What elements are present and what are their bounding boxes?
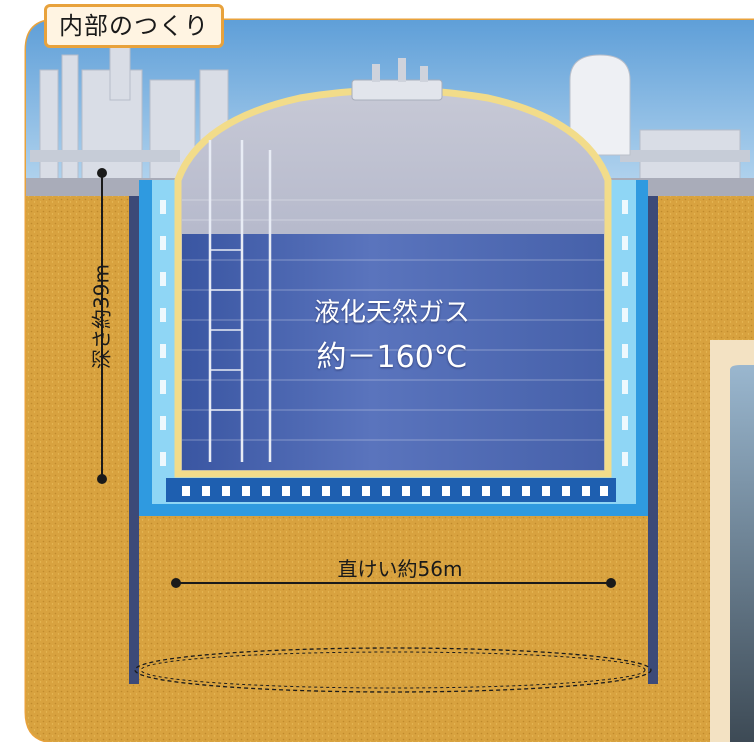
- lng-temperature: 約－160℃: [316, 340, 468, 375]
- section-title: 内部のつくり: [44, 4, 224, 48]
- depth-label: 深さ約39m: [89, 264, 114, 369]
- diameter-label: 直けい約56m: [337, 557, 463, 581]
- lng-label: 液化天然ガス: [313, 298, 470, 328]
